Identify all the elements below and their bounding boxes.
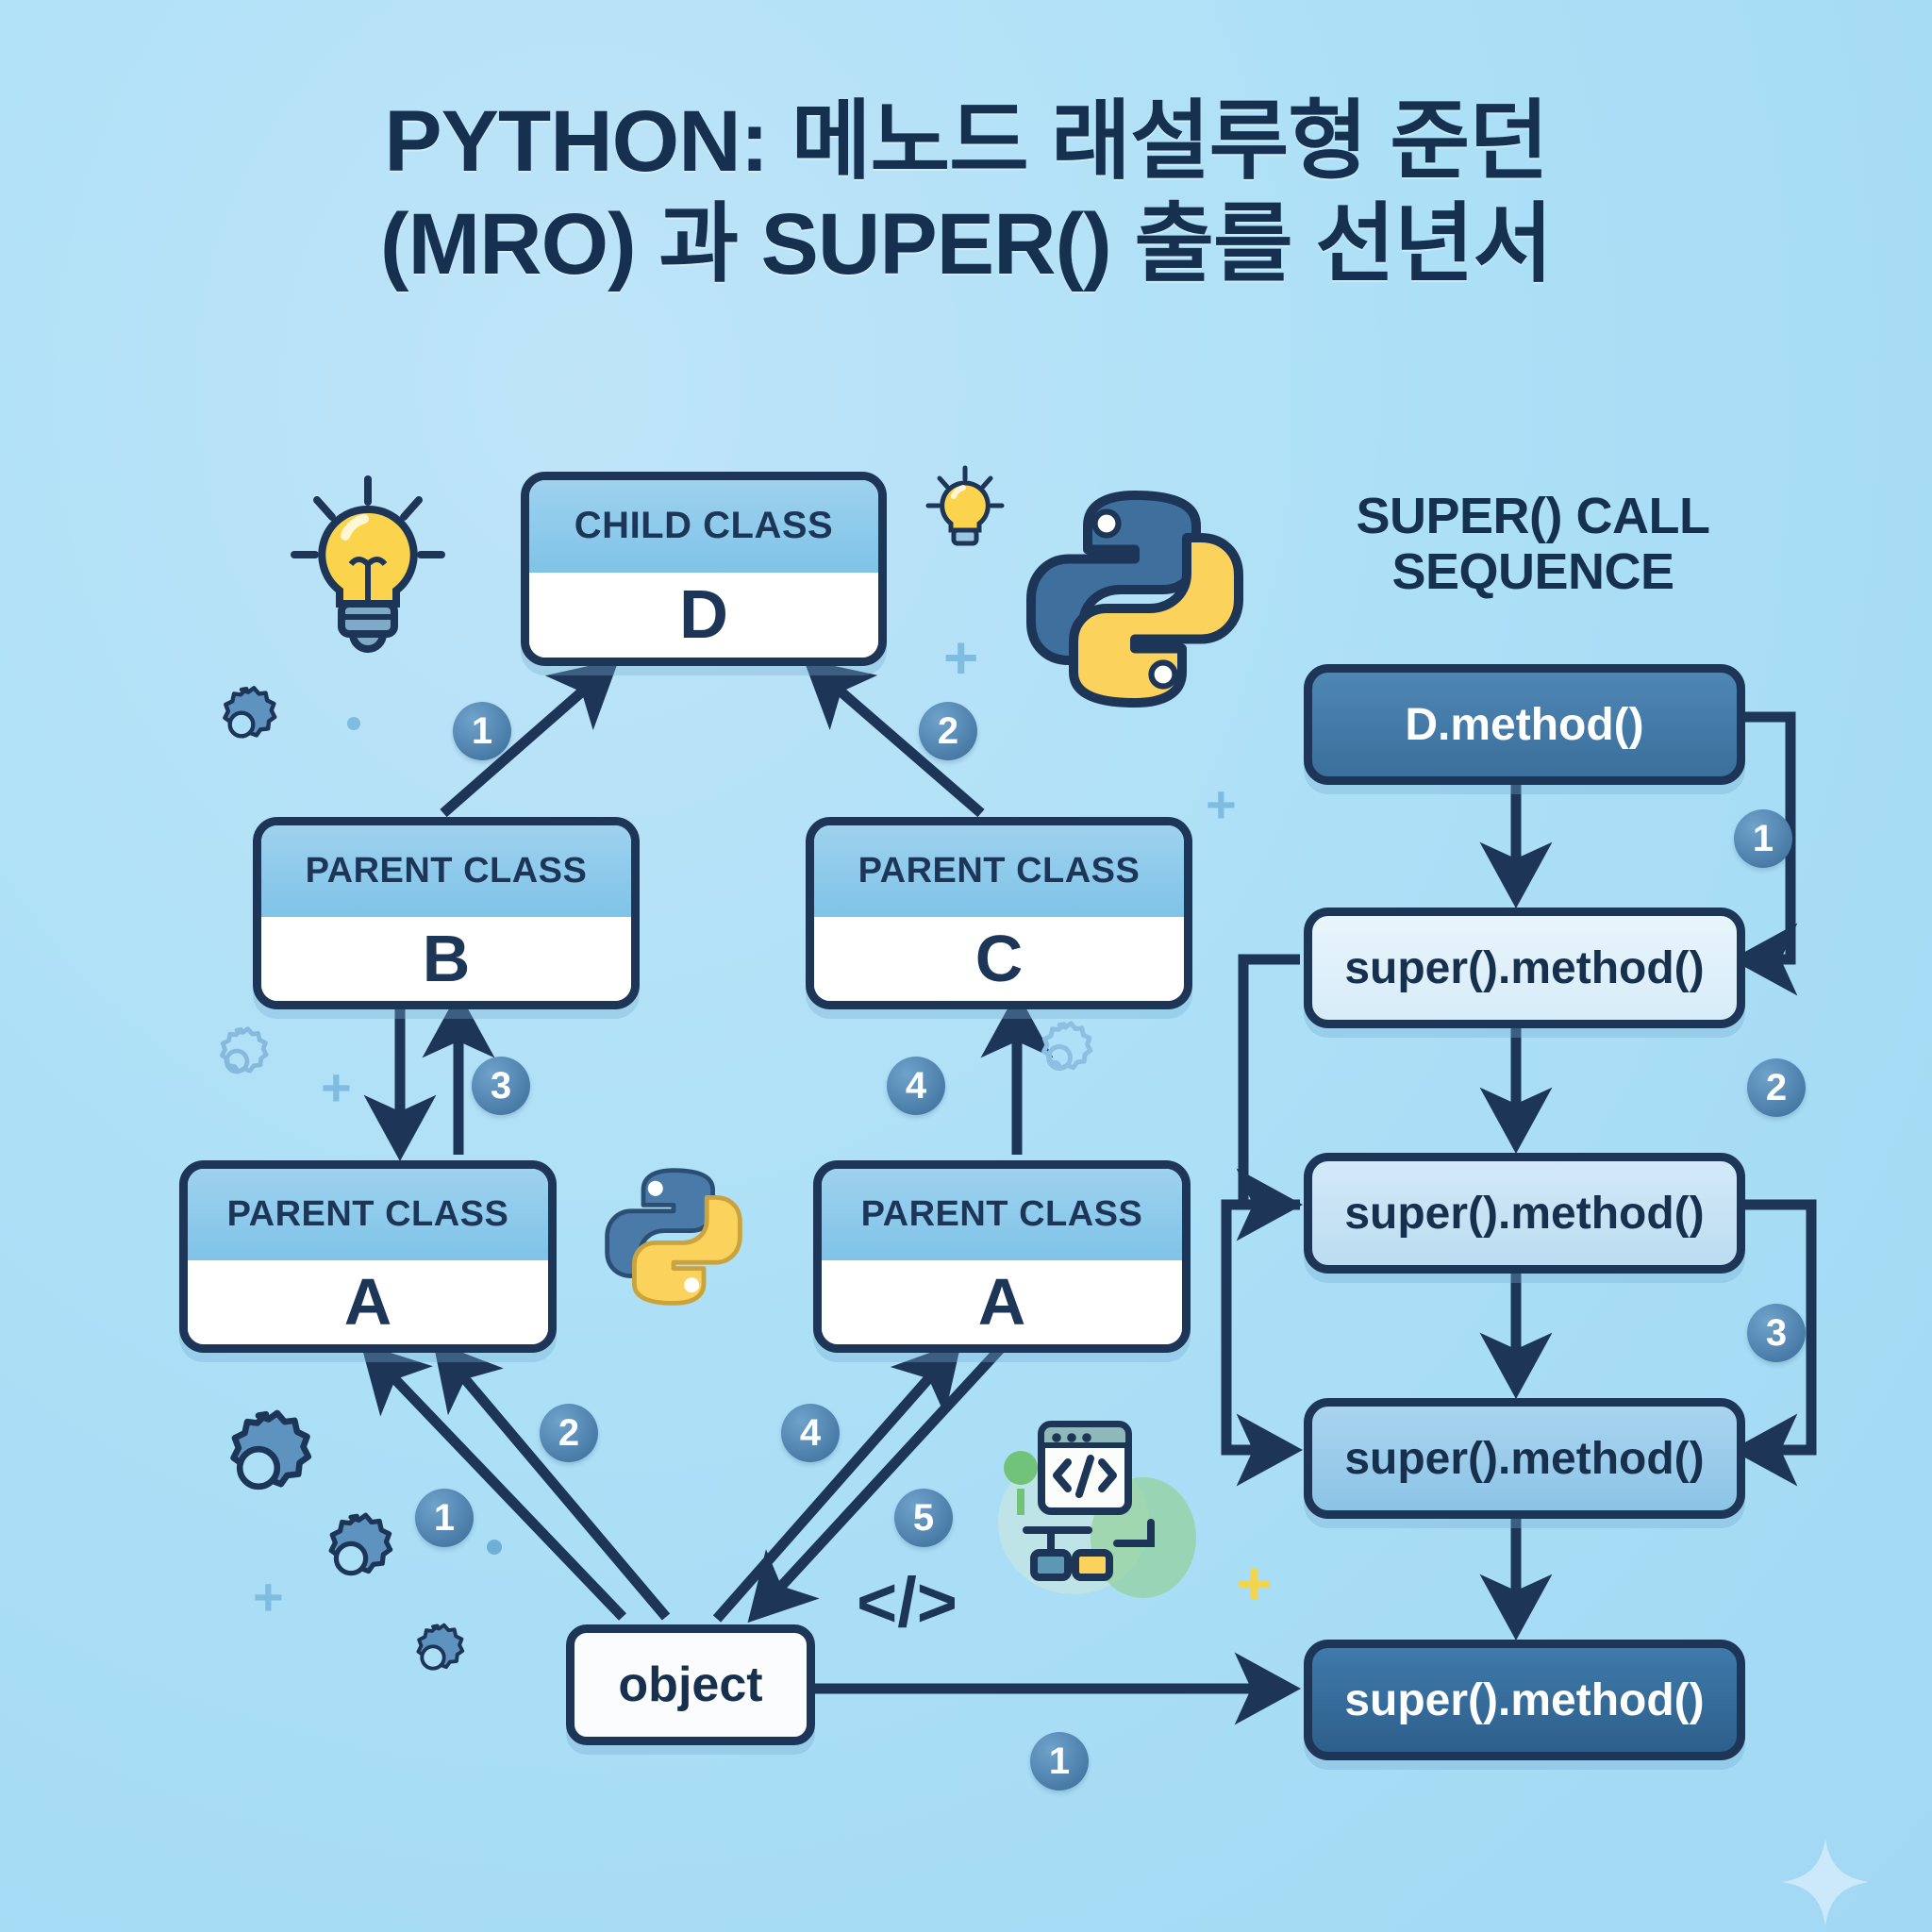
code-tag-icon: </>: [857, 1563, 958, 1641]
plus-icon: +: [1206, 774, 1237, 834]
lightbulb-icon: [291, 475, 445, 653]
return-badge-1: 1: [1734, 809, 1792, 868]
edge-badge-object-a-2: 2: [540, 1404, 598, 1462]
python-logo-icon: [1026, 491, 1243, 708]
sparkle-icon: [1781, 1838, 1870, 1926]
class-box-a-left-kind: PARENT CLASS: [188, 1169, 548, 1260]
class-box-a-right-kind: PARENT CLASS: [822, 1169, 1182, 1260]
class-box-a-right-name: A: [822, 1259, 1182, 1344]
return-badge-3: 3: [1747, 1304, 1806, 1362]
edge-badge-object-a-4: 4: [781, 1404, 840, 1462]
edge-badge-b-a: 3: [472, 1057, 530, 1115]
plus-icon: +: [253, 1567, 284, 1626]
gear-icon: [220, 1026, 269, 1074]
class-box-d-name: D: [529, 572, 878, 658]
edge-badge-c-a: 4: [887, 1057, 945, 1115]
sequence-heading: SUPER() CALL SEQUENCE: [1311, 488, 1755, 601]
page-title: PYTHON: 메노드 래설루형 준던 (MRO) 과 SUPER() 출를 선…: [0, 91, 1932, 295]
gear-icon: [230, 1409, 312, 1491]
sequence-step-3[interactable]: super().method(): [1304, 1398, 1745, 1519]
class-box-a-left-name: A: [188, 1259, 548, 1344]
edge-badge-object-a-1: 1: [415, 1489, 474, 1547]
page-title-line-1: PYTHON: 메노드 래설루형 준던: [384, 93, 1548, 190]
edge-badge-d-b: 1: [453, 702, 511, 760]
dot-icon: [487, 1540, 502, 1555]
code-window-icon: [998, 1421, 1196, 1598]
edge-badge-object-sequence: 1: [1030, 1732, 1089, 1790]
plus-icon: +: [943, 624, 979, 691]
class-box-a-left[interactable]: PARENT CLASS A: [179, 1160, 557, 1353]
class-box-b-name: B: [261, 916, 631, 1001]
sequence-step-2[interactable]: super().method(): [1304, 1153, 1745, 1274]
sequence-step-4[interactable]: super().method(): [1304, 1640, 1745, 1760]
class-box-c-name: C: [814, 916, 1184, 1001]
class-box-c-kind: PARENT CLASS: [814, 825, 1184, 917]
sequence-heading-line-2: SEQUENCE: [1391, 543, 1674, 601]
python-logo-icon: [605, 1168, 742, 1306]
sequence-heading-line-1: SUPER() CALL: [1356, 488, 1710, 544]
gear-icon: [1041, 1021, 1093, 1071]
plus-icon: +: [1236, 1548, 1273, 1618]
class-box-a-right[interactable]: PARENT CLASS A: [813, 1160, 1191, 1353]
edge-badge-object-a-5: 5: [894, 1489, 953, 1547]
plus-icon: +: [321, 1058, 352, 1117]
object-box[interactable]: object: [566, 1624, 815, 1745]
class-box-c[interactable]: PARENT CLASS C: [806, 817, 1192, 1009]
sequence-step-0[interactable]: D.method(): [1304, 664, 1745, 785]
lightbulb-icon: [925, 465, 1005, 546]
class-box-b[interactable]: PARENT CLASS B: [253, 817, 640, 1009]
edge-badge-d-c: 2: [919, 702, 977, 760]
dot-icon: [347, 717, 360, 730]
class-box-d[interactable]: CHILD CLASS D: [521, 472, 887, 666]
sequence-step-1[interactable]: super().method(): [1304, 908, 1745, 1028]
gear-icon: [328, 1512, 393, 1576]
page-title-line-2: (MRO) 과 SUPER() 출를 선년서: [379, 195, 1553, 292]
gear-icon: [416, 1623, 465, 1671]
class-box-b-kind: PARENT CLASS: [261, 825, 631, 917]
return-badge-2: 2: [1747, 1058, 1806, 1117]
class-box-d-kind: CHILD CLASS: [529, 480, 878, 573]
gear-icon: [223, 686, 277, 739]
